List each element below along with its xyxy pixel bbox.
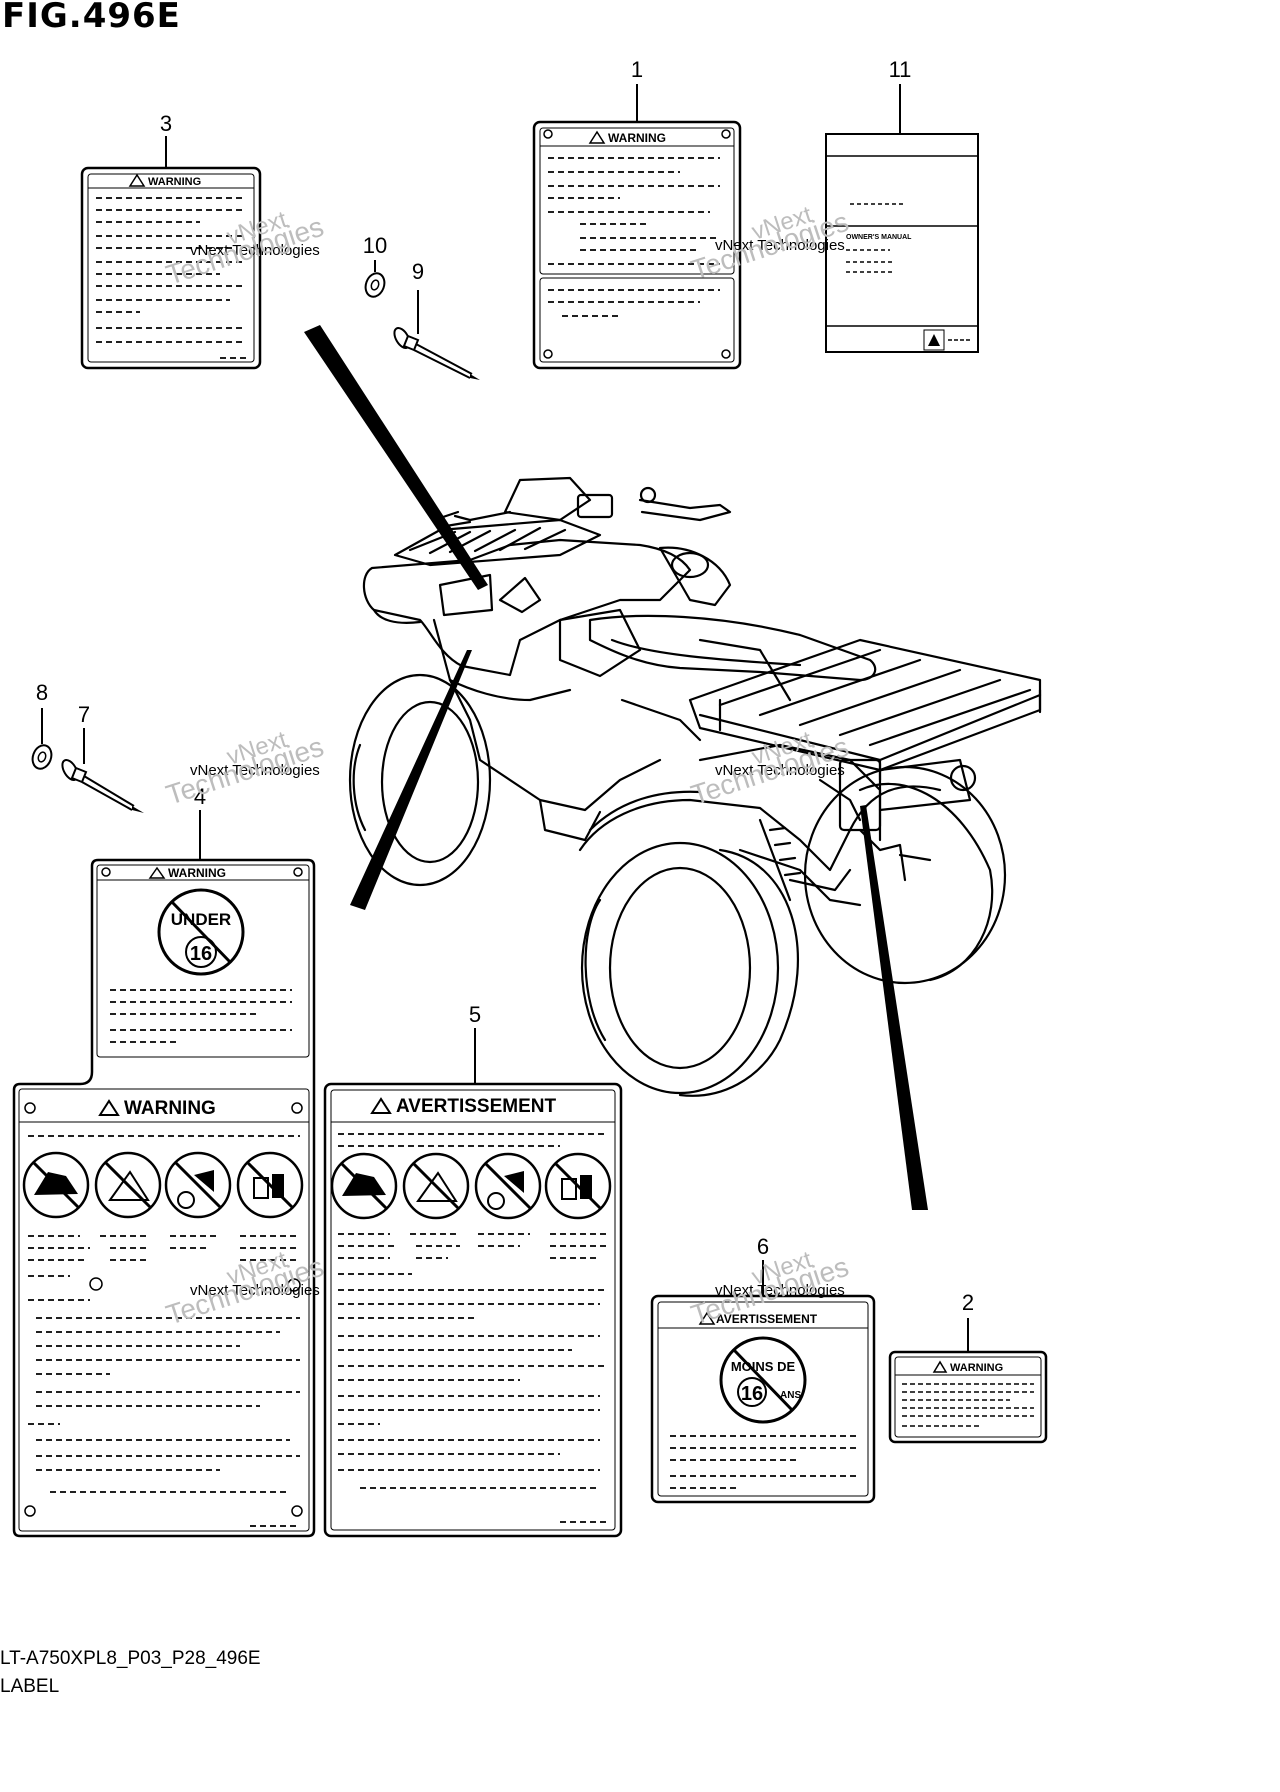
atv-illustration: [348, 476, 1042, 1097]
part-9-rivet: [393, 327, 480, 380]
ans-text: ANS: [780, 1390, 801, 1401]
model-code: LT-A750XPL8_P03_P28_496E: [0, 1648, 261, 1669]
part-11-owners-manual: OWNER'S MANUAL: [825, 133, 979, 353]
watermark-4: vNext Technologies vNext Technologies: [687, 726, 852, 811]
svg-text:vNext Technologies: vNext Technologies: [190, 242, 320, 259]
warning-triangle-icon: [698, 1311, 716, 1325]
age-16-text-fr: 16: [741, 1383, 763, 1405]
no-drinking-icon: [164, 1151, 232, 1219]
label-2-warning-text: WARNING: [950, 1362, 1003, 1374]
callout-7: 7: [78, 702, 90, 727]
no-drinking-icon: [474, 1152, 542, 1220]
callout-11: 11: [889, 57, 912, 82]
callout-2: 2: [962, 1290, 974, 1315]
part-8-washer: [31, 744, 53, 770]
svg-text:vNext Technologies: vNext Technologies: [715, 237, 845, 254]
under-16-prohibition-icon: UNDER 16: [157, 888, 245, 976]
label-3-warning-text: WARNING: [148, 176, 201, 188]
label-6-avertissement-text: AVERTISSEMENT: [716, 1312, 818, 1326]
svg-text:vNext Technologies: vNext Technologies: [190, 762, 320, 779]
leader-wedge-left: [350, 650, 472, 910]
callout-9: 9: [412, 259, 424, 284]
owners-manual-title: OWNER'S MANUAL: [846, 234, 912, 241]
part-1-warning-label: WARNING: [532, 120, 742, 370]
no-passenger-icon: [330, 1152, 398, 1220]
svg-text:vNext Technologies: vNext Technologies: [715, 1282, 845, 1299]
part-6-avertissement-label: AVERTISSEMENT MOINS DE 16 ANS: [650, 1294, 876, 1504]
callout-6: 6: [757, 1234, 769, 1259]
label-4-lower-warning-text: WARNING: [124, 1098, 216, 1119]
part-7-rivet: [61, 759, 144, 813]
figure-title: FIG.496E: [2, 0, 181, 36]
callout-3: 3: [160, 111, 172, 136]
part-2-warning-label: WARNING: [888, 1350, 1048, 1444]
no-passenger-icon: [22, 1151, 90, 1219]
label-1-warning-text: WARNING: [608, 131, 666, 145]
no-alcohol-icon: [544, 1152, 612, 1220]
leader-wedge-top: [304, 325, 488, 590]
part-4-warning-label: WARNING UNDER 16 WARNING: [12, 858, 316, 1538]
warning-triangle-icon: [370, 1097, 392, 1114]
warning-triangle-icon: [932, 1360, 948, 1373]
no-paved-road-icon: [94, 1151, 162, 1219]
under-text: UNDER: [171, 910, 231, 929]
callout-8: 8: [36, 680, 48, 705]
warning-triangle-icon: [128, 173, 146, 187]
warning-triangle-icon: [588, 130, 606, 144]
leader-wedge-right: [860, 805, 928, 1210]
callout-10: 10: [363, 233, 387, 258]
label-4-warning-text: WARNING: [168, 866, 226, 880]
watermark-3: vNext Technologies vNext Technologies: [162, 726, 327, 811]
part-5-avertissement-label: AVERTISSEMENT: [323, 1082, 623, 1538]
watermark-group: vNext Technologies vNext Technologies vN…: [162, 201, 852, 1331]
svg-text:vNext Technologies: vNext Technologies: [715, 762, 845, 779]
no-paved-road-icon: [402, 1152, 470, 1220]
under-16-prohibition-icon: MOINS DE 16 ANS: [719, 1336, 807, 1424]
section-name: LABEL: [0, 1676, 60, 1697]
brand-emblem-icon: [923, 329, 945, 351]
no-alcohol-icon: [236, 1151, 304, 1219]
callout-5: 5: [469, 1002, 481, 1027]
part-10-washer: [364, 272, 386, 298]
warning-triangle-icon: [98, 1099, 120, 1116]
moins-de-text: MOINS DE: [731, 1359, 796, 1374]
callout-1: 1: [631, 57, 643, 82]
age-16-text: 16: [190, 943, 212, 965]
callout-4: 4: [194, 784, 206, 809]
warning-triangle-icon: [148, 866, 166, 879]
part-3-warning-label: WARNING: [80, 166, 262, 370]
svg-text:vNext Technologies: vNext Technologies: [190, 1282, 320, 1299]
label-5-avertissement-text: AVERTISSEMENT: [396, 1096, 557, 1117]
